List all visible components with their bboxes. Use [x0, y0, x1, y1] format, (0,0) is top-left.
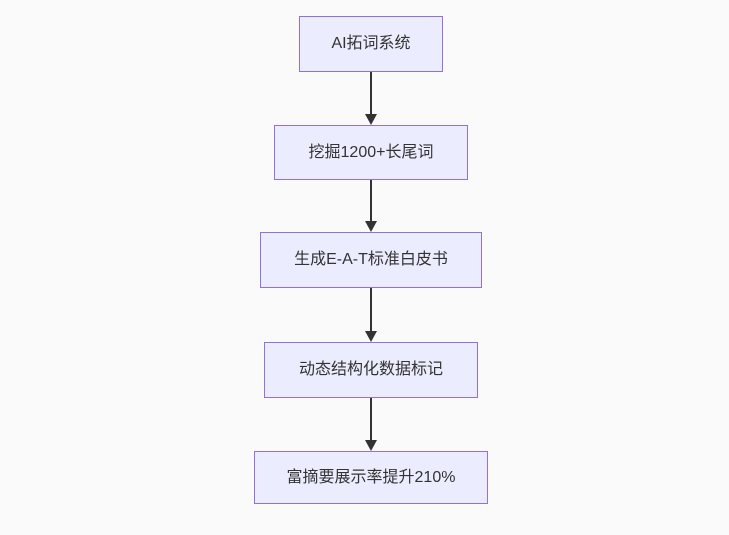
edge-arrow-line	[370, 398, 372, 441]
flow-node-label: 生成E-A-T标准白皮书	[294, 251, 448, 269]
edge-arrow-line	[370, 180, 372, 222]
arrowhead-down-icon	[365, 440, 377, 451]
flow-node-rich-snippet-result: 富摘要展示率提升210%	[254, 451, 488, 504]
edge-arrow-line	[370, 288, 372, 332]
flow-node-label: 挖掘1200+长尾词	[308, 143, 434, 161]
flow-node-longtail-mining: 挖掘1200+长尾词	[274, 125, 468, 180]
flow-node-label: 富摘要展示率提升210%	[286, 468, 456, 486]
flow-node-eat-whitepaper: 生成E-A-T标准白皮书	[260, 232, 482, 288]
flow-node-structured-data: 动态结构化数据标记	[264, 342, 478, 398]
flow-node-ai-expansion: AI拓词系统	[299, 16, 443, 72]
arrowhead-down-icon	[365, 221, 377, 232]
arrowhead-down-icon	[365, 331, 377, 342]
arrowhead-down-icon	[365, 114, 377, 125]
flow-node-label: AI拓词系统	[331, 35, 411, 53]
flow-node-label: 动态结构化数据标记	[298, 361, 443, 379]
edge-arrow-line	[370, 72, 372, 115]
